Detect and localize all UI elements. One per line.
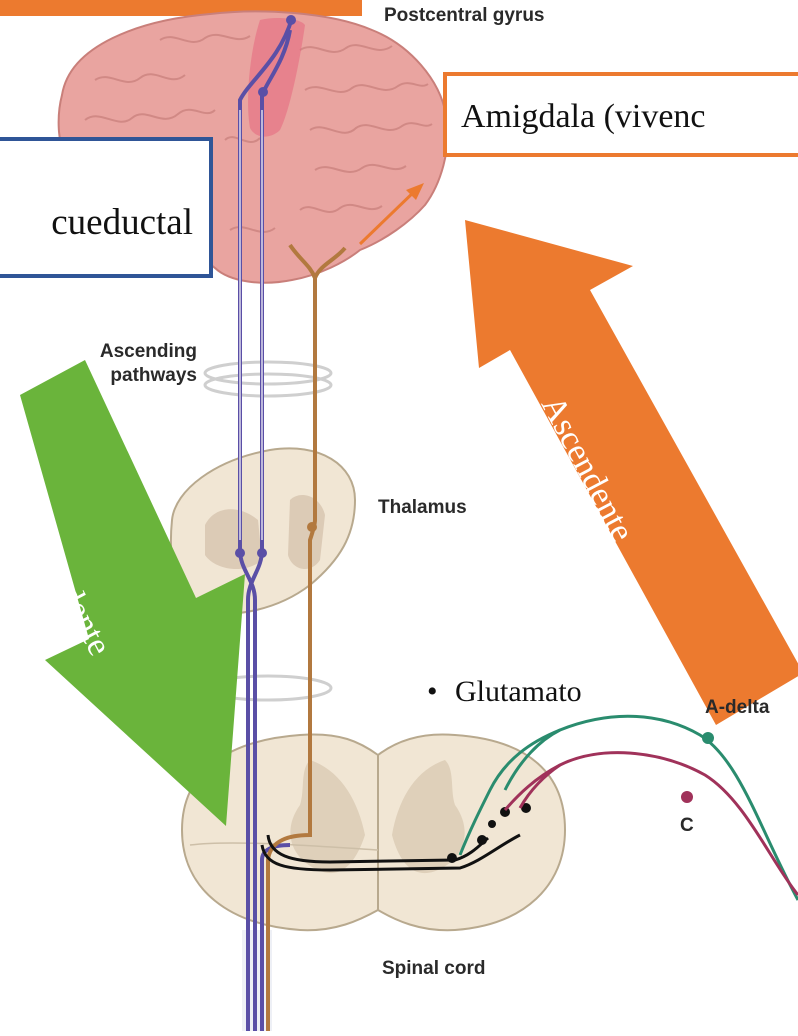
periacueductal-box: cueductal xyxy=(0,137,213,278)
ascending-pathways-label: Ascending pathways xyxy=(62,340,197,388)
spinal-cord-label: Spinal cord xyxy=(382,958,485,980)
thalamus-label: Thalamus xyxy=(378,497,467,519)
glutamato-bullet: • Glutamato xyxy=(427,675,582,709)
glutamato-text: Glutamato xyxy=(455,675,582,708)
ascendente-arrow xyxy=(465,220,798,725)
periacueductal-text: cueductal xyxy=(51,202,193,243)
postcentral-gyrus-label: Postcentral gyrus xyxy=(384,5,545,27)
ascending-label-line2: pathways xyxy=(62,364,197,388)
amigdala-box: Amigdala (vivenc xyxy=(443,72,798,157)
amigdala-text: Amigdala (vivenc xyxy=(461,98,706,135)
a-delta-label: A-delta xyxy=(705,697,769,719)
c-fiber-label: C xyxy=(680,815,694,837)
ascending-label-line1: Ascending xyxy=(62,340,197,364)
bullet-mark: • xyxy=(427,675,438,708)
